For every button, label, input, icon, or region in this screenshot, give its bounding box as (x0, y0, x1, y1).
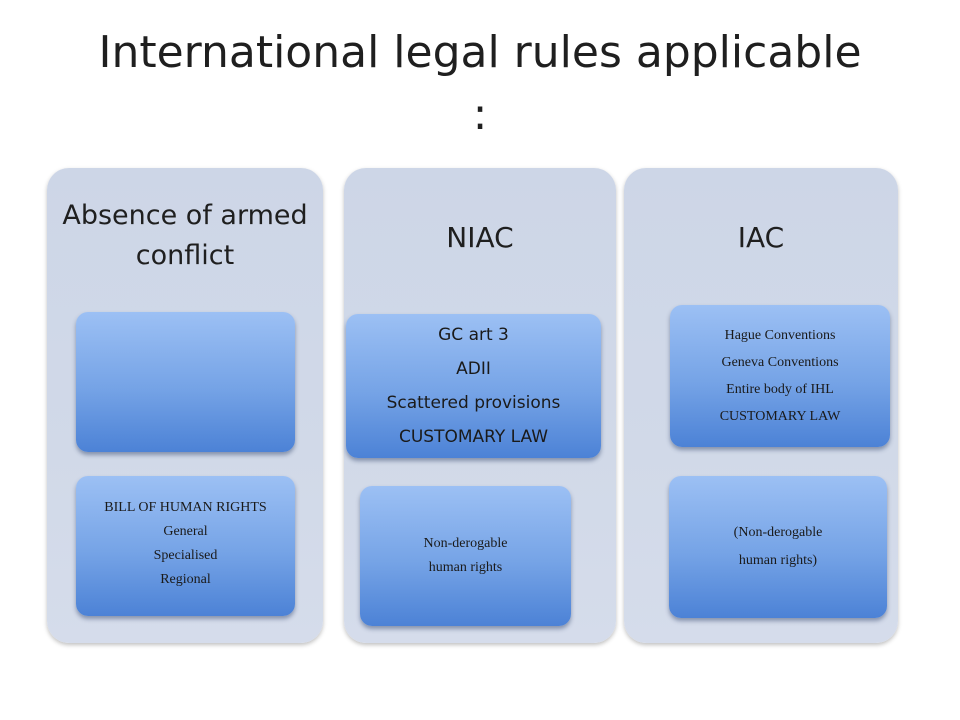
rule-line: Geneva Conventions (721, 355, 839, 370)
rule-line: Hague Conventions (724, 328, 836, 343)
rule-line: GC art 3 (438, 325, 509, 345)
rule-box-niac-instruments: GC art 3 ADII Scattered provisions CUSTO… (346, 314, 601, 458)
rule-line: Specialised (153, 548, 218, 563)
rule-line: Non-derogable (423, 536, 508, 551)
column-absence-of-armed-conflict: Absence of armed conflict BILL OF HUMAN … (47, 168, 323, 643)
rule-line: General (163, 524, 208, 539)
rule-line: BILL OF HUMAN RIGHTS (104, 500, 267, 515)
slide-title-line-1: International legal rules applicable (98, 27, 862, 78)
rule-line: (Non-derogable (733, 525, 823, 540)
rule-box-iac-instruments: Hague Conventions Geneva Conventions Ent… (670, 305, 890, 447)
column-heading: NIAC (446, 221, 514, 254)
slide-title: International legal rules applicable : (40, 22, 920, 146)
rule-box-non-derogable-rights: (Non-derogable human rights) (669, 476, 887, 618)
column-heading: Absence of armed conflict (62, 200, 308, 271)
rule-line: human rights) (738, 553, 818, 568)
column-niac: NIAC GC art 3 ADII Scattered provisions … (344, 168, 616, 643)
column-iac: IAC Hague Conventions Geneva Conventions… (624, 168, 898, 643)
rule-line: CUSTOMARY LAW (398, 427, 549, 447)
rule-box-bill-of-human-rights: BILL OF HUMAN RIGHTS General Specialised… (76, 476, 295, 616)
slide-title-line-2: : (472, 89, 488, 140)
column-heading: IAC (737, 221, 785, 254)
rule-line: CUSTOMARY LAW (719, 409, 841, 424)
rule-line: Scattered provisions (386, 393, 561, 413)
rule-line: Regional (160, 572, 211, 587)
rule-line: human rights (428, 560, 503, 575)
rule-line: Entire body of IHL (726, 382, 834, 397)
rule-line: ADII (456, 359, 491, 379)
rule-box-non-derogable-rights: Non-derogable human rights (360, 486, 571, 626)
empty-rule-box (76, 312, 295, 452)
